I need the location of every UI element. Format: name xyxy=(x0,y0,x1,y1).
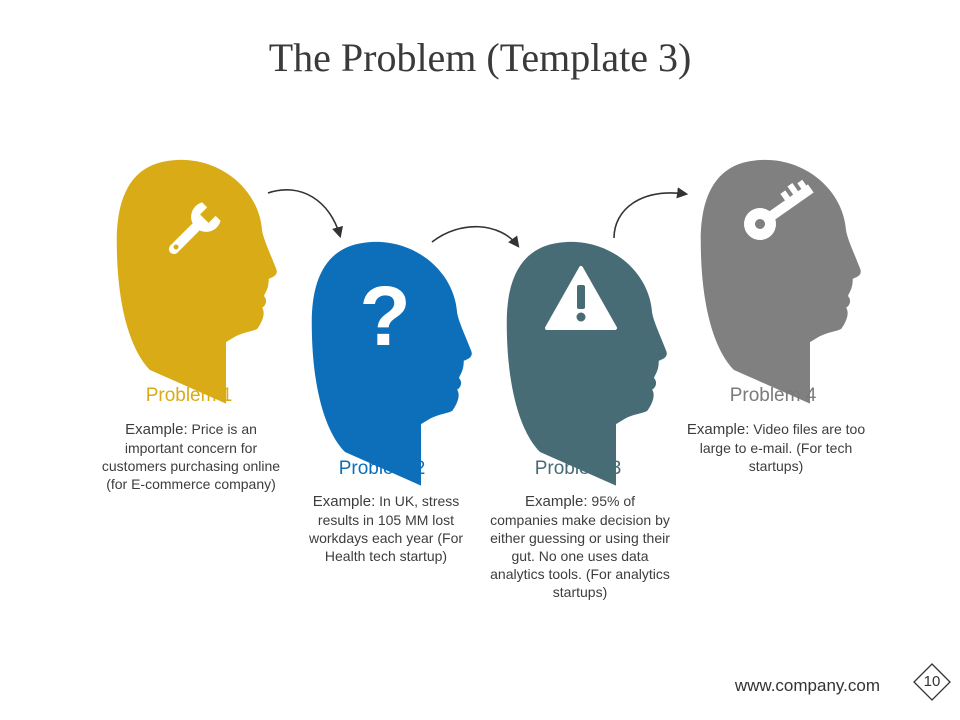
problem-1-lead: Example: xyxy=(125,421,188,438)
problem-4-text: Video files are too large to e-mail. (Fo… xyxy=(699,421,866,474)
wrench-icon xyxy=(168,202,221,255)
problem-2-lead: Example: xyxy=(312,493,376,510)
head-problem-1 xyxy=(116,159,277,404)
problem-4-description: Example: Video files are too large to e-… xyxy=(686,420,866,475)
problem-1-label: Problem 1 xyxy=(145,385,233,406)
problem-2-description: Example: In UK, stress results in 105 MM… xyxy=(296,492,476,565)
problem-3-lead: Example: xyxy=(524,493,588,510)
diamond-shape xyxy=(913,663,951,701)
problem-2-text: In UK, stress results in 105 MM lost wor… xyxy=(308,493,464,564)
slide-title: The Problem (Template 3) xyxy=(268,35,692,80)
problem-2-label: Problem 2 xyxy=(338,458,426,479)
page-number-badge: 10 xyxy=(912,662,952,702)
problem-4-label: Problem 4 xyxy=(729,385,817,406)
arrow-2-to-3 xyxy=(431,225,520,248)
problem-1-text: Price is an important concern for custom… xyxy=(101,421,281,492)
problem-3-label: Problem 3 xyxy=(534,458,622,479)
problem-1-description: Example: Price is an important concern f… xyxy=(101,420,281,493)
arrow-1-to-2 xyxy=(267,189,343,239)
problem-3-description: Example: 95% of companies make decision … xyxy=(490,492,670,601)
problem-3-text: 95% of companies make decision by either… xyxy=(490,493,670,600)
question-mark-icon: ? xyxy=(359,269,410,363)
problem-4-lead: Example: xyxy=(686,421,750,438)
footer-url: www.company.com xyxy=(734,676,880,695)
key-icon xyxy=(744,179,814,240)
page-number: 10 xyxy=(923,673,941,690)
warning-icon xyxy=(545,266,617,330)
arrow-3-to-4 xyxy=(613,187,689,239)
head-problem-4 xyxy=(700,159,861,404)
